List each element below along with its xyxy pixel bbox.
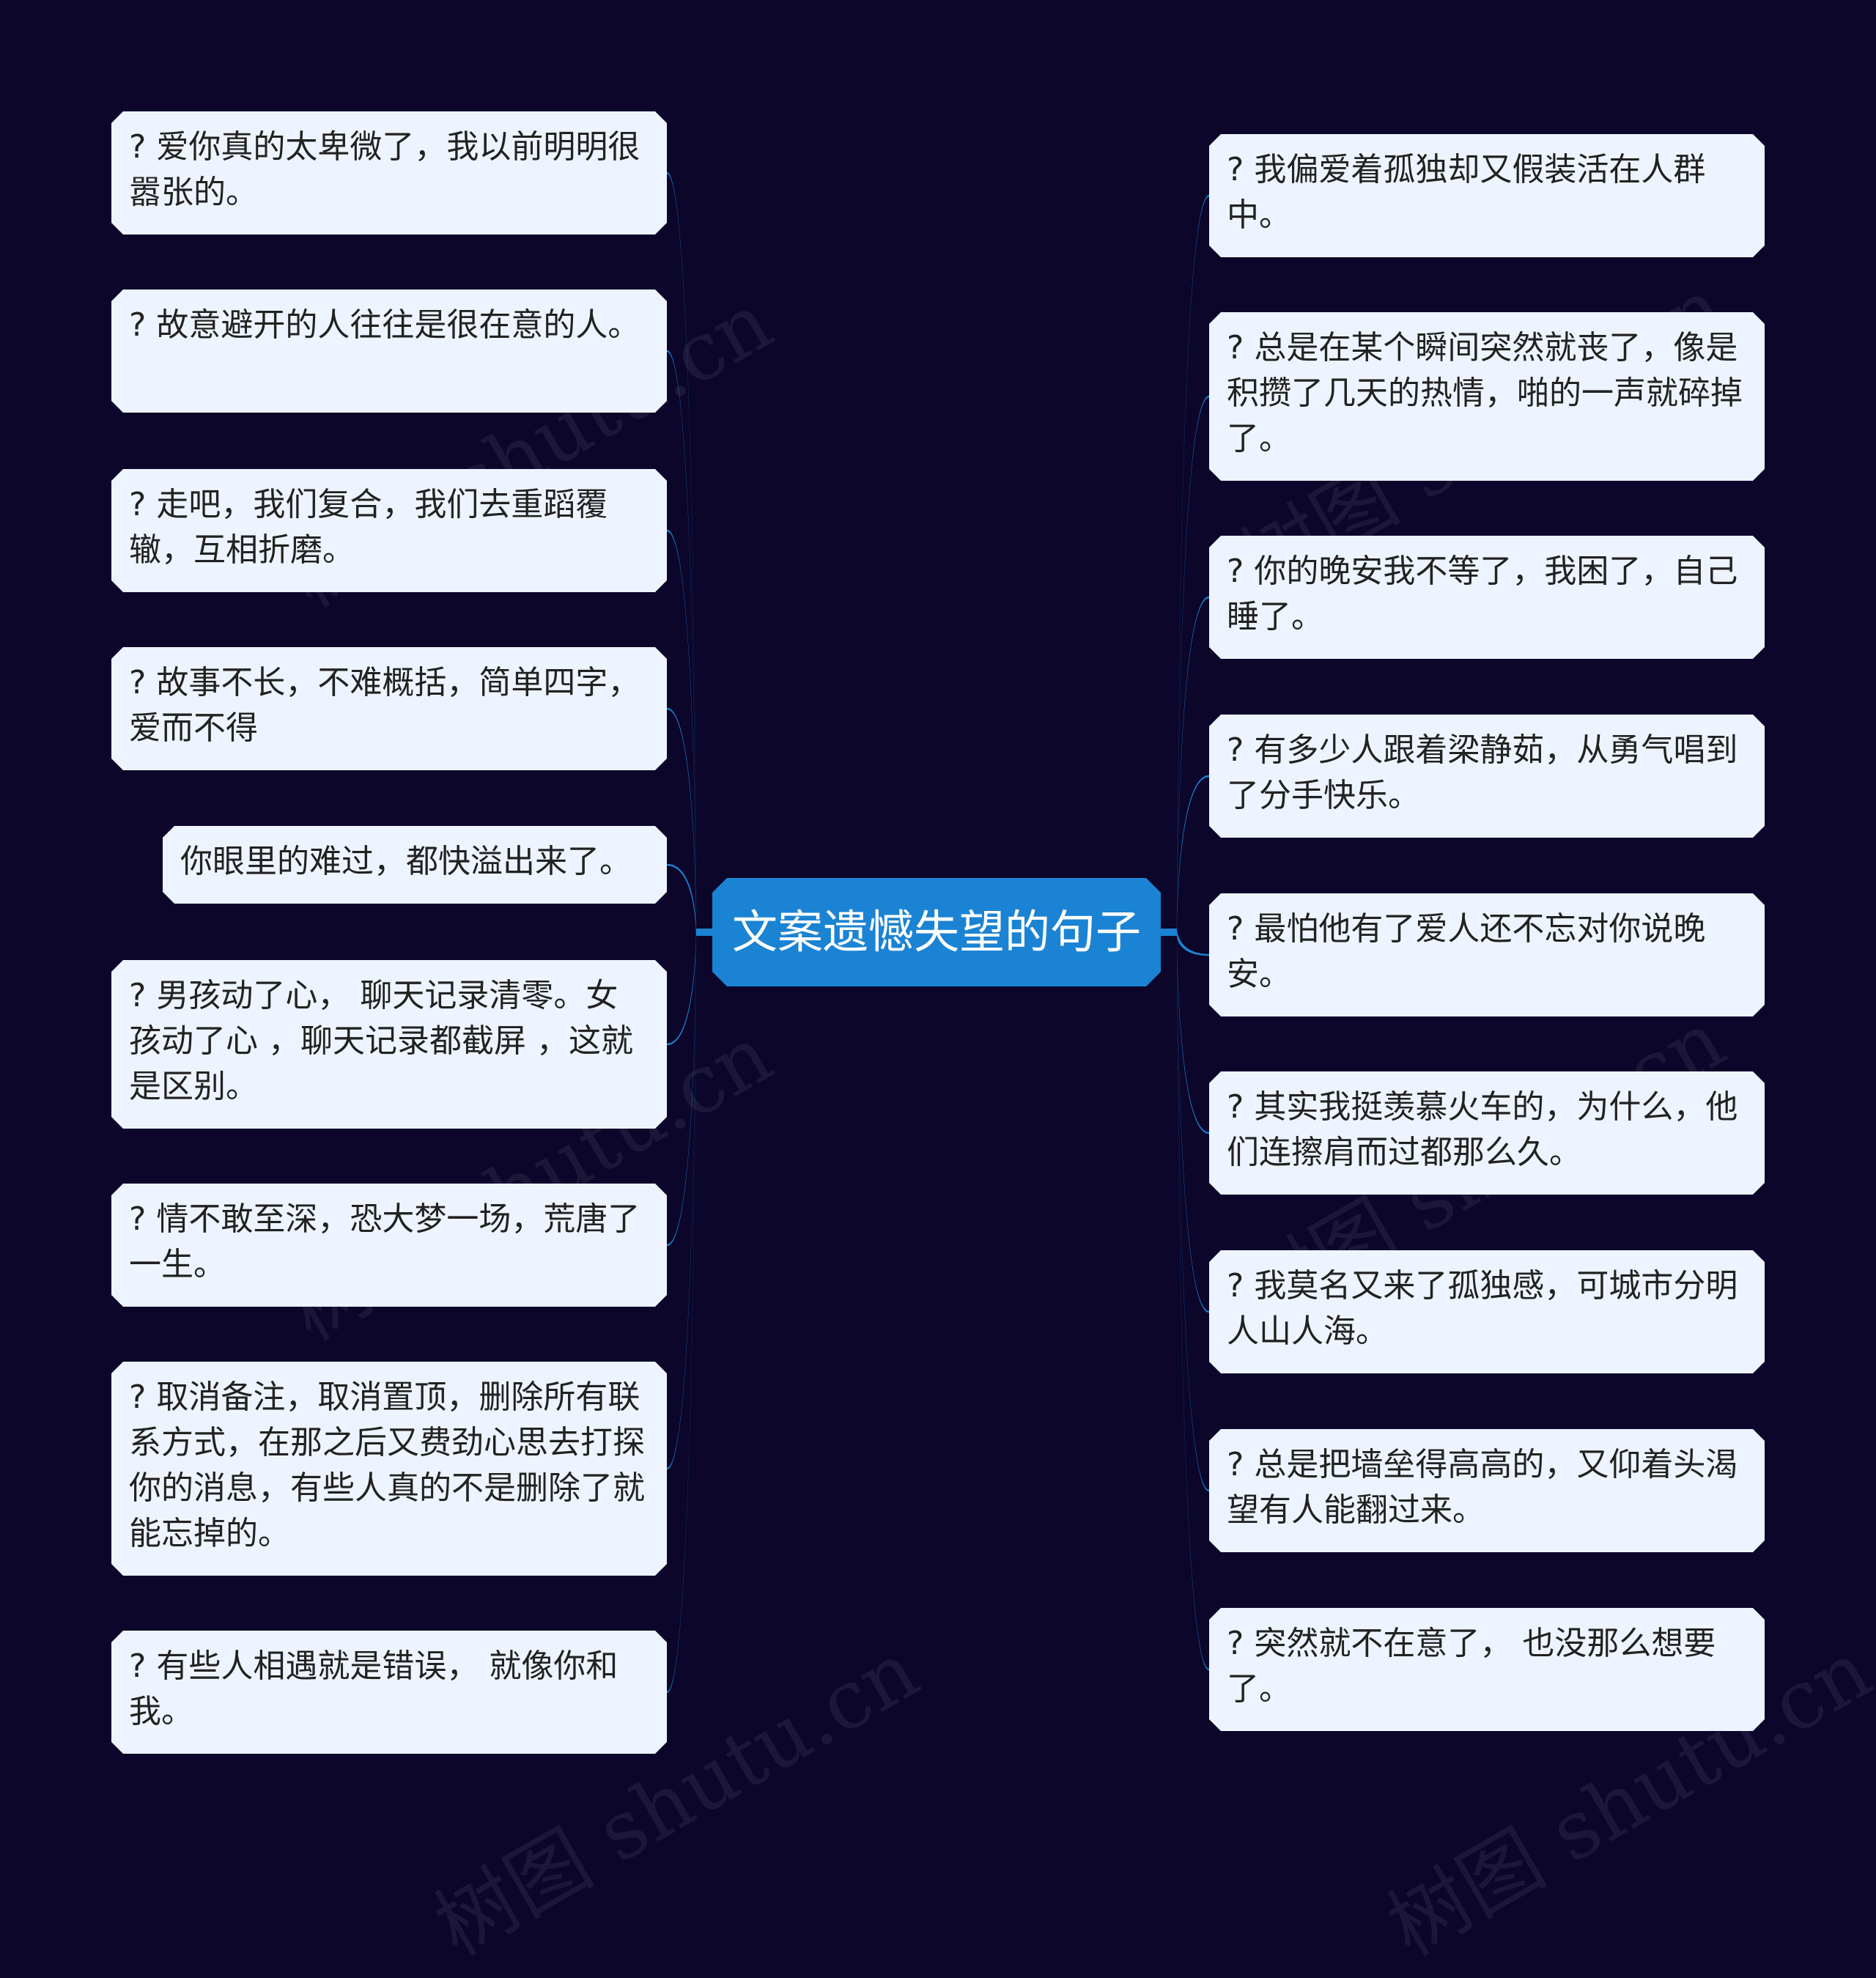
right-branch-node[interactable]: ? 总是把墙垒得高高的，又仰着头渴望有人能翻过来。: [1209, 1429, 1765, 1552]
connector-line-left: [667, 707, 712, 936]
node-text: ? 总是在某个瞬间突然就丧了，像是积攒了几天的热情，啪的一声就碎掉了。: [1227, 329, 1743, 457]
left-branch-node[interactable]: ? 走吧，我们复合，我们去重蹈覆辙，互相折磨。: [111, 469, 667, 592]
node-text: ? 故事不长，不难概括，简单四字，爱而不得: [129, 664, 640, 747]
node-text: ? 情不敢至深，恐大梦一场，荒唐了一生。: [129, 1200, 640, 1283]
left-branch-node[interactable]: ? 情不敢至深，恐大梦一场，荒唐了一生。: [111, 1184, 667, 1307]
node-text: ? 故意避开的人往往是很在意的人。: [129, 306, 640, 344]
connector-line-left: [667, 929, 712, 1046]
connector-line-right: [1161, 929, 1209, 1134]
node-text: ? 有多少人跟着梁静茹，从勇气唱到了分手快乐。: [1227, 731, 1738, 814]
central-topic-label: 文案遗憾失望的句子: [731, 905, 1141, 959]
connector-lines: [667, 171, 1209, 1694]
node-text: ? 总是把墙垒得高高的，又仰着头渴望有人能翻过来。: [1227, 1446, 1738, 1529]
left-branch-node[interactable]: ? 故事不长，不难概括，简单四字，爱而不得: [111, 647, 667, 770]
connector-line-right: [1161, 929, 1209, 1313]
node-text: ? 你的晚安我不等了，我困了，自己睡了。: [1227, 553, 1738, 635]
node-text: ? 我莫名又来了孤独感，可城市分明人山人海。: [1227, 1267, 1738, 1350]
connector-line-left: [667, 929, 712, 1470]
right-branch-node[interactable]: ? 突然就不在意了， 也没那么想要了。: [1209, 1608, 1765, 1731]
right-branch-node[interactable]: ? 总是在某个瞬间突然就丧了，像是积攒了几天的热情，啪的一声就碎掉了。: [1209, 312, 1765, 481]
connector-line-right: [1161, 929, 1209, 1492]
connector-line-left: [667, 929, 712, 1694]
node-text: ? 最怕他有了爱人还不忘对你说晚安。: [1227, 910, 1706, 993]
right-branch-node[interactable]: ? 我莫名又来了孤独感，可城市分明人山人海。: [1209, 1250, 1765, 1373]
connector-line-left: [667, 171, 712, 936]
node-text: ? 有些人相遇就是错误， 就像你和我。: [129, 1647, 618, 1730]
left-branch-node[interactable]: ? 男孩动了心， 聊天记录清零。女孩动了心 ，聊天记录都截屏 ，这就是区别。: [111, 960, 667, 1129]
connector-line-left: [667, 863, 712, 936]
node-text: ? 取消备注，取消置顶，删除所有联系方式，在那之后又费劲心思去打探你的消息，有些…: [129, 1379, 645, 1552]
node-text: ? 我偏爱着孤独却又假装活在人群中。: [1227, 151, 1706, 234]
connector-line-left: [667, 929, 712, 1247]
node-text: 你眼里的难过，都快溢出来了。: [180, 843, 632, 880]
left-branch-node[interactable]: ? 取消备注，取消置顶，删除所有联系方式，在那之后又费劲心思去打探你的消息，有些…: [111, 1362, 667, 1576]
left-branch-node[interactable]: 你眼里的难过，都快溢出来了。: [163, 826, 667, 904]
connector-line-left: [667, 529, 712, 936]
right-branch-node[interactable]: ? 你的晚安我不等了，我困了，自己睡了。: [1209, 536, 1765, 659]
left-branch-node[interactable]: ? 故意避开的人往往是很在意的人。: [111, 289, 667, 413]
node-text: ? 突然就不在意了， 也没那么想要了。: [1227, 1625, 1716, 1708]
node-text: ? 其实我挺羡慕火车的，为什么，他们连擦肩而过都那么久。: [1227, 1088, 1738, 1171]
node-text: ? 走吧，我们复合，我们去重蹈覆辙，互相折磨。: [129, 486, 608, 569]
connector-line-right: [1161, 596, 1209, 936]
right-branch-node[interactable]: ? 我偏爱着孤独却又假装活在人群中。: [1209, 134, 1765, 257]
right-branch-node[interactable]: ? 有多少人跟着梁静茹，从勇气唱到了分手快乐。: [1209, 715, 1765, 838]
connector-line-left: [667, 350, 712, 936]
left-branch-node[interactable]: ? 有些人相遇就是错误， 就像你和我。: [111, 1631, 667, 1754]
right-branch-node[interactable]: ? 最怕他有了爱人还不忘对你说晚安。: [1209, 893, 1765, 1016]
connector-line-right: [1161, 775, 1209, 936]
central-topic-node[interactable]: 文案遗憾失望的句子: [712, 878, 1161, 986]
node-text: ? 爱你真的太卑微了，我以前明明很嚣张的。: [129, 128, 640, 211]
right-branch-node[interactable]: ? 其实我挺羡慕火车的，为什么，他们连擦肩而过都那么久。: [1209, 1071, 1765, 1195]
node-text: ? 男孩动了心， 聊天记录清零。女孩动了心 ，聊天记录都截屏 ，这就是区别。: [129, 977, 633, 1105]
connector-line-right: [1161, 929, 1209, 1671]
connector-line-right: [1161, 395, 1209, 936]
left-branch-node[interactable]: ? 爱你真的太卑微了，我以前明明很嚣张的。: [111, 111, 667, 235]
